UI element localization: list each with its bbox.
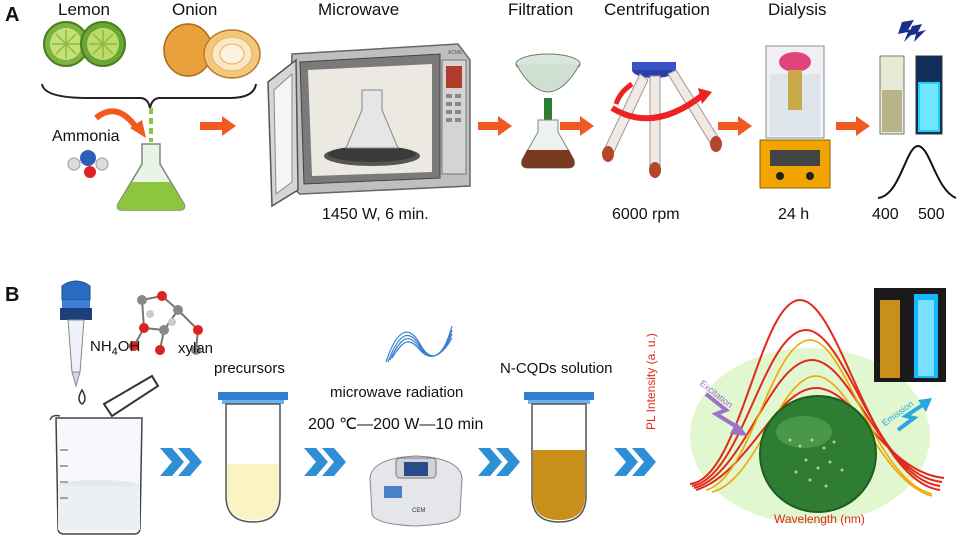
lime-illustration	[43, 21, 126, 67]
microwave-oven	[267, 43, 471, 208]
centrifuge	[602, 62, 722, 178]
xylan-molecule	[129, 291, 203, 355]
microwave-label: Microwave	[318, 0, 400, 19]
ammonia-molecule	[67, 150, 109, 178]
xylan-label: xylan	[178, 340, 214, 357]
microwave-reactor	[369, 455, 463, 527]
flask-green	[116, 143, 186, 211]
centrifuge-speed: 6000 rpm	[612, 206, 680, 223]
filtration-label: Filtration	[508, 0, 574, 19]
pl-illustration	[689, 288, 946, 524]
panel-a-letter: A	[5, 4, 20, 26]
filtration-funnel	[515, 53, 581, 169]
spectrum-tick-400: 400	[872, 206, 899, 223]
centrifugation-label: Centrifugation	[604, 0, 710, 19]
lemon-label: Lemon	[58, 0, 110, 19]
condition-label: 200 ℃—200 W—10 min	[308, 416, 484, 433]
process-chevrons	[160, 448, 656, 476]
dialysis-label: Dialysis	[768, 0, 827, 19]
beaker	[49, 414, 143, 535]
precursors-label: precursors	[214, 360, 285, 377]
brace	[41, 83, 257, 109]
cuvettes	[879, 55, 943, 135]
panel-b-letter: B	[5, 284, 20, 306]
microwave-wave-icon	[385, 325, 453, 363]
dialysis-setup	[759, 45, 831, 189]
nh4oh-subscript: 4	[111, 346, 118, 358]
ncqds-label: N-CQDs solution	[500, 360, 613, 377]
nh4oh-main: NH	[90, 338, 112, 355]
precursor-tube	[218, 392, 288, 523]
microwave-radiation-label: microwave radiation	[330, 384, 464, 401]
dialysis-time: 24 h	[778, 206, 810, 223]
ammonia-label: Ammonia	[52, 128, 120, 145]
emission-spectrum	[877, 144, 957, 199]
microwave-condition: 1450 W, 6 min.	[322, 206, 429, 223]
dropper	[60, 280, 92, 388]
ncqds-tube	[524, 392, 594, 523]
nh4oh-tail: OH	[117, 338, 141, 355]
spectrum-tick-500: 500	[918, 206, 945, 223]
microwave-brand: ACME	[448, 50, 463, 56]
spatula	[102, 374, 160, 418]
reactor-brand: CEM	[412, 508, 425, 514]
lightning-icon	[898, 20, 926, 42]
process-arrows	[200, 116, 870, 136]
onion-illustration	[163, 23, 261, 79]
nh4oh-label: NH4OH	[90, 338, 140, 358]
pl-axis-label: PL Intensity (a. u.)	[644, 333, 658, 430]
wavelength-label: Wavelength (nm)	[774, 512, 865, 526]
onion-label: Onion	[172, 0, 218, 19]
